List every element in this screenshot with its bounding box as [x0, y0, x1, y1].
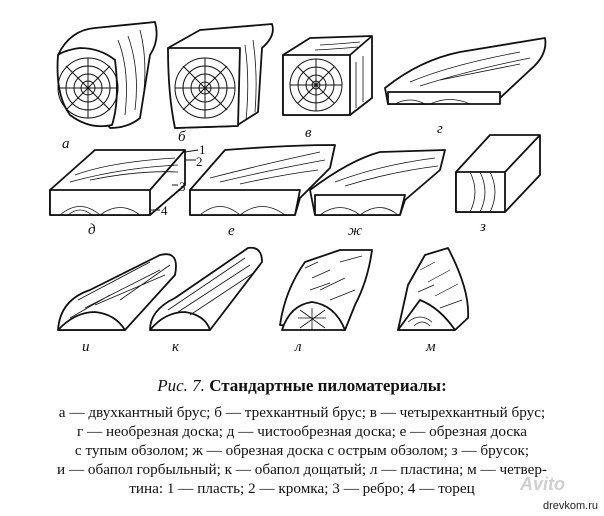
- label-z: з: [480, 219, 486, 235]
- caption-line: тина: 1 — пласть; 2 — кромка; 3 — ребро;…: [129, 480, 475, 497]
- label-g: г: [437, 121, 443, 137]
- part-number-2: 2: [196, 154, 203, 169]
- part-number-4: 4: [161, 203, 168, 218]
- beam-three-sided-drawing: [167, 23, 274, 129]
- label-k: к: [172, 339, 180, 355]
- label-v: в: [305, 125, 312, 141]
- beam-four-sided-drawing: [282, 35, 373, 116]
- plate-drawing: [279, 249, 373, 331]
- clean-edged-board-drawing: [49, 149, 199, 216]
- caption-body: а — двухкантный брус; б — трехкантный бр…: [0, 403, 604, 498]
- part-number-3: 3: [179, 179, 186, 194]
- bar-drawing: [455, 134, 541, 213]
- caption-title: Рис. 7. Стандартные пиломатериалы:: [0, 376, 604, 396]
- caption-line: и — обапол горбыльный; к — обапол дощаты…: [57, 461, 547, 478]
- board-sharp-wane-drawing: [309, 149, 446, 216]
- site-watermark: drevkom.ru: [542, 500, 598, 512]
- brand-watermark: Avito: [520, 474, 565, 494]
- board-blunt-wane-drawing: [189, 144, 336, 216]
- unedged-board-drawing: [384, 37, 547, 105]
- label-e: е: [228, 223, 235, 239]
- label-b: б: [178, 129, 186, 145]
- caption-line: а — двухкантный брус; б — трехкантный бр…: [58, 404, 546, 421]
- caption-line: г — необрезная доска; д — чистообрезная …: [77, 423, 527, 440]
- lumber-illustration: [49, 21, 547, 331]
- caption-line: с тупым обзолом; ж — обрезная доска с ос…: [74, 442, 530, 459]
- board-slab-drawing: [149, 246, 263, 331]
- label-i: и: [82, 339, 90, 355]
- label-d: д: [88, 222, 96, 238]
- label-zh: ж: [348, 223, 362, 239]
- figure-title: Стандартные пиломатериалы:: [209, 376, 447, 395]
- part-number-1: 1: [199, 142, 206, 157]
- slab-drawing: [57, 253, 177, 331]
- figure-reference: Рис. 7.: [157, 376, 205, 395]
- label-m: м: [426, 339, 436, 355]
- label-a: а: [62, 136, 70, 152]
- beam-two-sided-drawing: [56, 21, 158, 129]
- quarter-drawing: [397, 247, 470, 331]
- label-l: л: [295, 339, 302, 355]
